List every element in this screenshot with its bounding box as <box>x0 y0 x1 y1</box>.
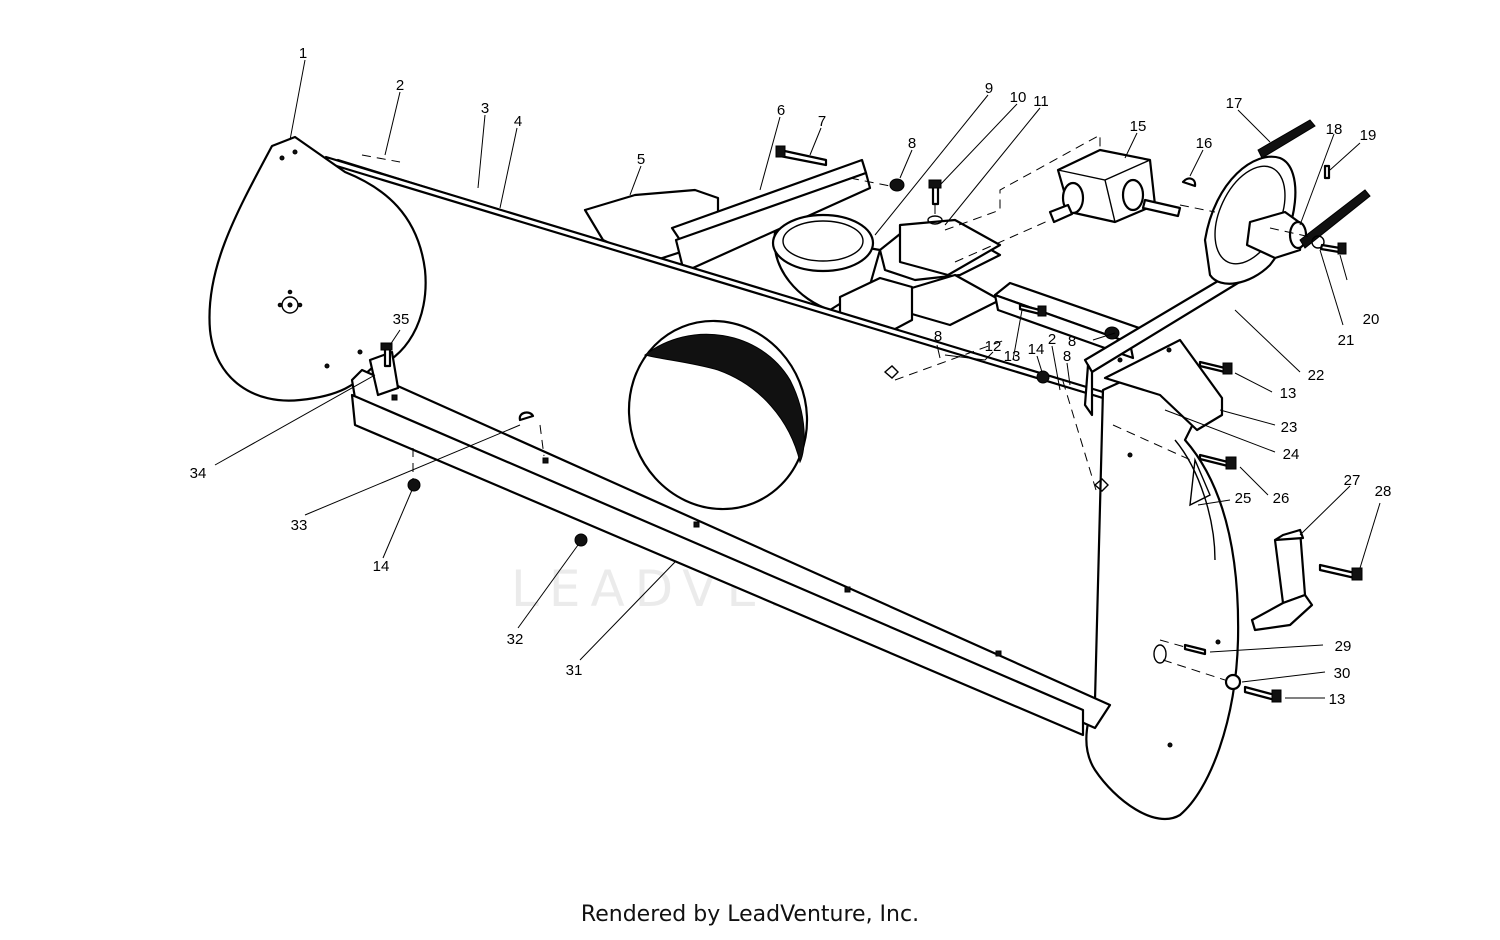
left-side-plate <box>208 135 427 402</box>
callout-17: 17 <box>1226 95 1243 112</box>
callout-31: 31 <box>566 662 583 679</box>
callout-2-b: 2 <box>1048 331 1056 348</box>
callout-labels: 1 2 3 4 5 6 7 8 9 10 11 15 16 17 18 19 8… <box>190 45 1392 708</box>
callout-23: 23 <box>1281 419 1298 436</box>
auger-housing <box>324 155 1105 722</box>
callout-6: 6 <box>777 102 785 119</box>
callout-29: 29 <box>1335 638 1352 655</box>
callout-34: 34 <box>190 465 207 482</box>
callout-14-a: 14 <box>1028 341 1045 358</box>
callout-12: 12 <box>985 338 1002 355</box>
callout-32: 32 <box>507 631 524 648</box>
callout-13-b: 13 <box>1280 385 1297 402</box>
callout-5: 5 <box>637 151 645 168</box>
auger-housing-rear-parts <box>583 158 1147 360</box>
callout-28: 28 <box>1375 483 1392 500</box>
callout-8-b: 8 <box>1068 333 1076 350</box>
callout-8-c: 8 <box>934 328 942 345</box>
right-frame-bracket <box>1083 260 1258 432</box>
callout-30: 30 <box>1334 665 1351 682</box>
assembly-lines <box>361 134 1316 681</box>
callout-1: 1 <box>299 45 307 62</box>
callout-20: 20 <box>1363 311 1380 328</box>
gearbox <box>1048 148 1182 224</box>
callout-2: 2 <box>396 77 404 94</box>
leader-lines <box>214 59 1381 699</box>
callout-4: 4 <box>514 113 522 130</box>
callout-3: 3 <box>481 100 489 117</box>
callout-21: 21 <box>1338 332 1355 349</box>
hardware <box>380 145 1363 703</box>
callout-33: 33 <box>291 517 308 534</box>
callout-35: 35 <box>393 311 410 328</box>
callout-8-a: 8 <box>908 135 916 152</box>
pulley <box>1203 119 1371 285</box>
callout-15: 15 <box>1130 118 1147 135</box>
callout-13-c: 13 <box>1329 691 1346 708</box>
callout-18: 18 <box>1326 121 1343 138</box>
callout-13-a: 13 <box>1004 348 1021 365</box>
footer-credit: Rendered by LeadVenture, Inc. <box>580 902 920 927</box>
callout-8-d: 8 <box>1063 348 1071 365</box>
callout-16: 16 <box>1196 135 1213 152</box>
callout-11: 11 <box>1033 93 1049 110</box>
callout-7: 7 <box>818 113 826 130</box>
right-side-plate <box>1085 353 1240 821</box>
callout-25: 25 <box>1235 490 1252 507</box>
callout-26: 26 <box>1273 490 1290 507</box>
callout-10: 10 <box>1010 89 1027 106</box>
callout-22: 22 <box>1308 367 1325 384</box>
callout-19: 19 <box>1360 127 1377 144</box>
skid-shoe <box>1250 528 1314 632</box>
callout-24: 24 <box>1283 446 1300 463</box>
callout-9: 9 <box>985 80 993 97</box>
callout-27: 27 <box>1344 472 1361 489</box>
callout-14-b: 14 <box>373 558 390 575</box>
scraper-bar <box>350 350 1112 737</box>
